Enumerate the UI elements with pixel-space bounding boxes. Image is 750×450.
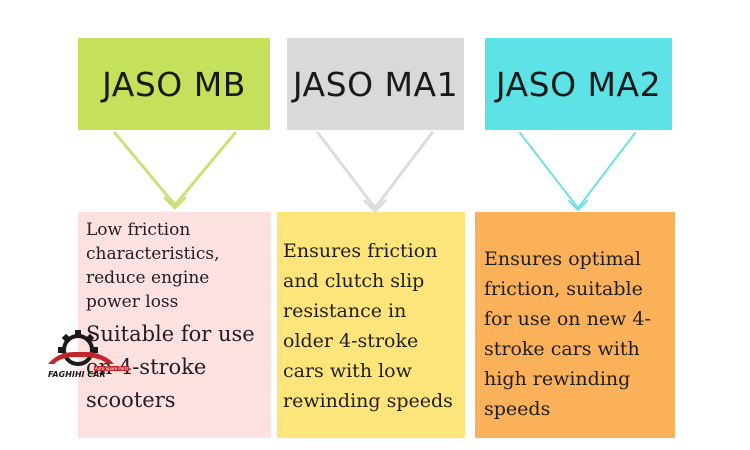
jaso-mb-arrow: [113, 131, 237, 210]
gear-car-icon: [48, 330, 114, 366]
jaso-ma1-description: Ensures friction and clutch slip resista…: [283, 240, 453, 412]
jaso-ma1-header: JASO MA1: [287, 38, 464, 130]
jaso-ma2-description-box: Ensures optimal friction, suitable for u…: [475, 212, 675, 438]
jaso-mb-description: Low friction characteristics, reduce eng…: [86, 220, 220, 312]
jaso-ma2-header: JASO MA2: [485, 38, 672, 130]
faghihi-car-logo: Auto Spare Parts FAGHIHI CAR: [44, 328, 130, 388]
jaso-ma2-arrow: [519, 132, 636, 211]
logo-tagline: Auto Spare Parts: [94, 366, 130, 371]
jaso-ma2-description: Ensures optimal friction, suitable for u…: [484, 248, 651, 420]
jaso-ma1-title: JASO MA1: [292, 64, 459, 104]
jaso-ma1-arrow: [316, 131, 434, 213]
jaso-mb-title: JASO MB: [102, 64, 246, 104]
jaso-mb-description-box: Low friction characteristics, reduce eng…: [78, 212, 271, 438]
jaso-ma2-title: JASO MA2: [495, 64, 662, 104]
logo-name: FAGHIHI CAR: [48, 370, 106, 379]
jaso-ma1-description-box: Ensures friction and clutch slip resista…: [277, 212, 465, 438]
jaso-mb-header: JASO MB: [78, 38, 270, 130]
